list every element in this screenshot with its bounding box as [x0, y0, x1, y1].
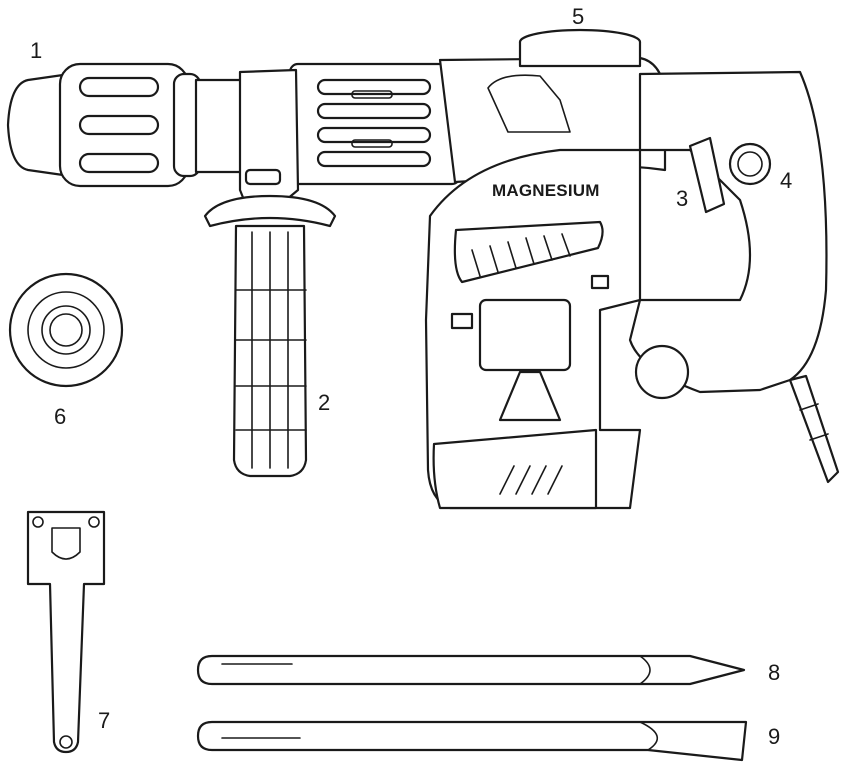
callout-8: 8	[768, 660, 780, 685]
lock-button	[728, 142, 772, 186]
flat-chisel	[196, 720, 748, 762]
power-cord	[788, 374, 840, 484]
on-off-switch	[688, 136, 726, 214]
pointed-chisel	[196, 654, 746, 686]
callout-2: 2	[318, 390, 330, 415]
motor-body: MAGNESIUM	[424, 148, 642, 510]
brand-label: MAGNESIUM	[492, 181, 600, 200]
callout-4: 4	[780, 168, 792, 193]
callout-6: 6	[54, 404, 66, 429]
auxiliary-handle	[203, 194, 337, 478]
callout-7: 7	[98, 708, 110, 733]
tool-holder-chuck	[6, 62, 262, 188]
bottom-vent	[499, 465, 563, 495]
rear-handle	[628, 70, 828, 400]
callout-5: 5	[572, 4, 584, 29]
mode-selector-knob	[518, 28, 642, 68]
dust-cap	[8, 272, 124, 388]
callouts: 1 2 3 4 5 6 7 8 9	[30, 4, 792, 749]
handle-collar	[238, 68, 300, 202]
ventilation-grille	[471, 233, 571, 277]
callout-3: 3	[676, 186, 688, 211]
callout-1: 1	[30, 38, 42, 63]
spanner	[26, 510, 106, 754]
callout-9: 9	[768, 724, 780, 749]
